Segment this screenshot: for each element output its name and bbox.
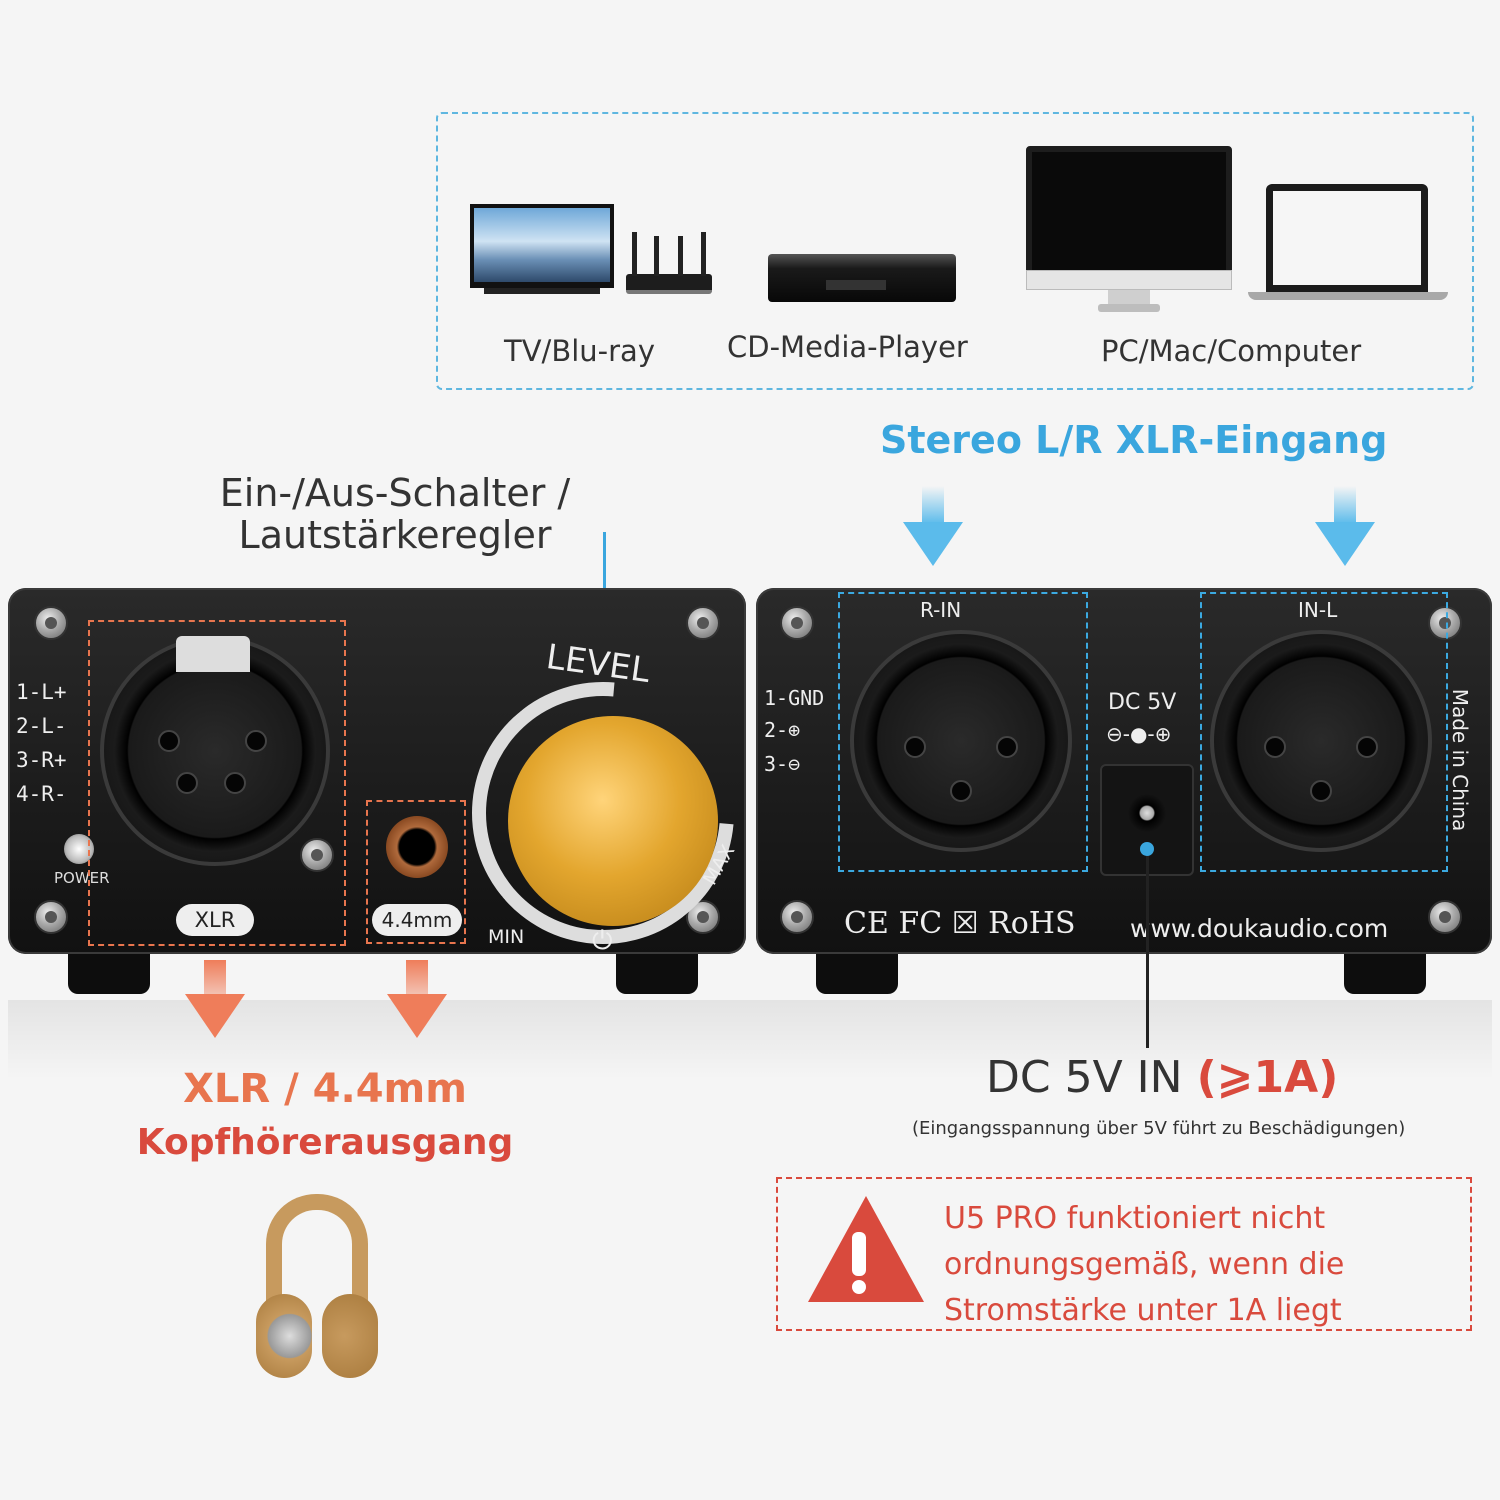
arrow-down-xlr-icon	[204, 960, 226, 996]
polarity-icon: ⊖-●-⊕	[1106, 722, 1172, 746]
headphones-icon	[266, 1194, 368, 1304]
dc-label: DC 5V	[1108, 690, 1177, 715]
screw-icon	[300, 838, 334, 872]
front-pin-3: 3-R+	[16, 748, 67, 772]
dc-in-spec: (⩾1A)	[1196, 1052, 1339, 1103]
switch-heading: Ein-/Aus-Schalter / Lautstärkeregler	[160, 472, 630, 556]
power-label: POWER	[54, 869, 110, 887]
l-in-label: IN-L	[1298, 598, 1338, 622]
xlr-output-connector[interactable]	[100, 636, 330, 866]
warning-box	[776, 1177, 1472, 1331]
dc-in-main: DC 5V IN	[986, 1052, 1183, 1103]
arrow-down-l-icon	[1334, 486, 1356, 524]
jack-4-4mm-connector[interactable]	[386, 816, 448, 878]
front-pin-4: 4-R-	[16, 782, 67, 806]
switch-heading-line2: Lautstärkeregler	[238, 513, 552, 557]
output-heading-line2: Kopfhörerausgang	[136, 1122, 514, 1163]
l-in-highlight	[1200, 592, 1448, 872]
jack-output-highlight	[366, 800, 466, 944]
laptop-icon	[1266, 184, 1428, 292]
screw-icon	[34, 606, 68, 640]
output-heading: XLR / 4.4mm Kopfhörerausgang	[100, 1062, 550, 1170]
screw-icon	[34, 900, 68, 934]
screw-icon	[1428, 900, 1462, 934]
warning-line3: Stromstärke unter 1A liegt	[944, 1293, 1342, 1328]
screw-icon	[1428, 606, 1462, 640]
sources-box	[436, 112, 1474, 390]
output-heading-line1: XLR / 4.4mm	[183, 1066, 467, 1112]
l-in-connector[interactable]	[1210, 630, 1432, 852]
switch-leader-line	[603, 532, 606, 624]
arrow-down-r-icon	[922, 486, 944, 524]
front-pin-1: 1-L+	[16, 680, 67, 704]
screw-icon	[686, 900, 720, 934]
router-icon	[626, 274, 712, 294]
min-label: MIN	[488, 926, 525, 948]
dc-in-note: (Eingangsspannung über 5V führt zu Besch…	[912, 1118, 1406, 1139]
warning-icon	[808, 1196, 924, 1302]
power-symbol-icon: ⏻	[592, 926, 613, 956]
warning-text: U5 PRO funktioniert nicht ordnungsgemäß,…	[944, 1196, 1344, 1334]
warning-line2: ordnungsgemäß, wenn die	[944, 1247, 1345, 1282]
volume-knob[interactable]	[508, 716, 718, 926]
rear-pin-3: 3-⊖	[764, 752, 801, 776]
website-label: www.doukaudio.com	[1130, 914, 1389, 943]
xlr-output-highlight	[88, 620, 346, 946]
jack-label: 4.4mm	[372, 904, 462, 936]
tv-icon	[470, 204, 614, 288]
r-in-highlight	[838, 592, 1088, 872]
xlr-label: XLR	[176, 904, 254, 936]
source-label-cd: CD-Media-Player	[727, 330, 968, 364]
monitor-icon	[1026, 146, 1232, 276]
source-label-tv: TV/Blu-ray	[504, 334, 655, 368]
reflection	[8, 1000, 1492, 1080]
screw-icon	[686, 606, 720, 640]
rear-pin-2: 2-⊕	[764, 718, 801, 742]
source-label-pc: PC/Mac/Computer	[1101, 334, 1362, 368]
switch-heading-line1: Ein-/Aus-Schalter /	[219, 471, 571, 515]
rear-pin-1: 1-GND	[764, 686, 825, 710]
dc-in-heading: DC 5V IN (⩾1A)	[986, 1052, 1338, 1103]
screw-icon	[780, 606, 814, 640]
r-in-connector[interactable]	[850, 630, 1072, 852]
certification-marks: CE FC ☒ RoHS	[844, 906, 1076, 941]
front-pin-2: 2-L-	[16, 714, 67, 738]
cd-player-icon	[768, 254, 956, 302]
made-in-label: Made in China	[1448, 688, 1472, 832]
warning-line1: U5 PRO funktioniert nicht	[944, 1201, 1326, 1236]
arrow-down-jack-icon	[406, 960, 428, 996]
input-heading: Stereo L/R XLR-Eingang	[880, 418, 1388, 462]
r-in-label: R-IN	[920, 598, 962, 622]
screw-icon	[780, 900, 814, 934]
dc-leader-line	[1146, 848, 1149, 1048]
